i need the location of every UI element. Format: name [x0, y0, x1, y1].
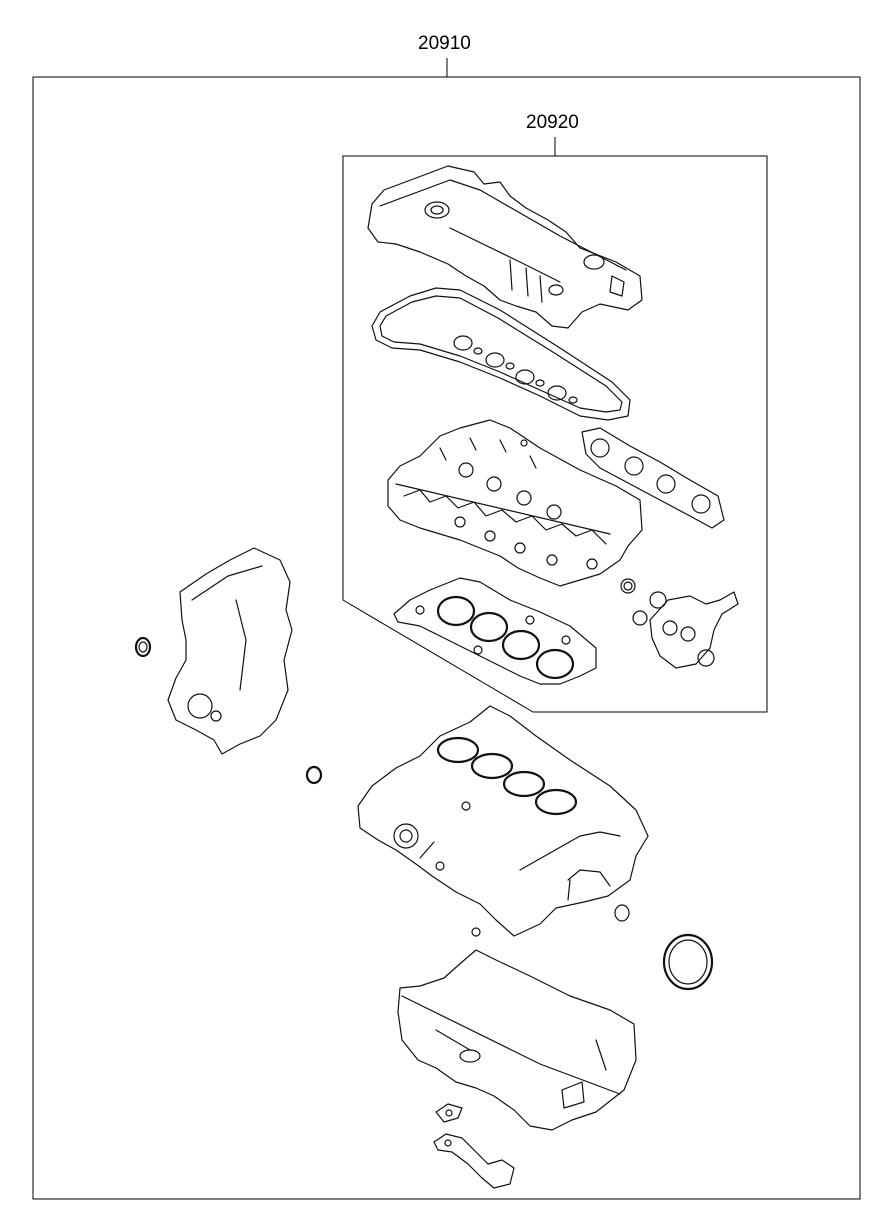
strainer-gasket	[435, 1103, 463, 1123]
outer-kit-frame	[32, 58, 861, 1200]
lower-crankcase	[397, 949, 637, 1131]
rear-oil-seal	[662, 933, 714, 991]
cylinder-head-cover	[367, 165, 643, 329]
oil-strainer	[433, 1133, 515, 1189]
outer-part-number-label: 20910	[418, 33, 471, 54]
plug-seal	[471, 904, 630, 937]
inner-kit-frame	[342, 137, 768, 713]
water-outlet-housing	[620, 578, 739, 669]
cylinder-head	[387, 419, 643, 587]
inner-part-number-label: 20920	[526, 112, 579, 133]
o-ring-small	[305, 765, 323, 785]
front-oil-seal	[134, 636, 152, 658]
cylinder-block	[357, 705, 649, 937]
rocker-cover-gasket	[371, 287, 631, 447]
cylinder-head-gasket	[393, 577, 597, 685]
timing-chain-cover	[167, 547, 293, 755]
exhaust-manifold-gasket	[581, 427, 725, 529]
